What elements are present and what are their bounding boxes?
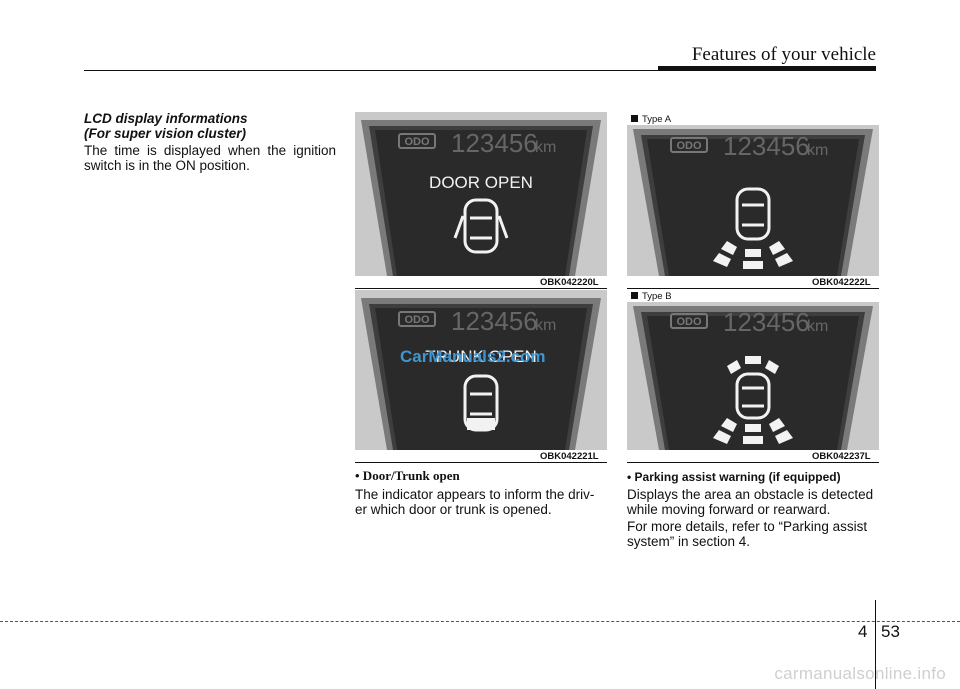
odo-label: ODO (676, 316, 702, 328)
odometer-value: 123456 (451, 128, 538, 158)
figure-rule (355, 288, 607, 289)
trunk-highlight-icon (467, 418, 495, 430)
door-open-display: ODO 123456 km DOOR OPEN (355, 112, 607, 276)
parking-type-b-display: ODO 123456 km (627, 302, 879, 450)
door-open-message: DOOR OPEN (429, 173, 533, 192)
odo-label: ODO (676, 140, 702, 152)
odometer-value: 123456 (723, 307, 810, 337)
figure-code: OBK042237L (812, 451, 871, 462)
header-rule-thick (658, 66, 876, 71)
parking-text-line3: For more details, refer to “Parking assi… (627, 519, 868, 534)
section-heading-line1: LCD display informations (84, 111, 248, 126)
odometer-value: 123456 (723, 131, 810, 161)
car-top-icon (735, 372, 771, 420)
front-sensor-arcs-icon (727, 356, 779, 374)
odometer-unit: km (535, 139, 556, 156)
figure-code: OBK042221L (540, 451, 599, 462)
odometer-unit: km (807, 142, 828, 159)
section-number: 4 (858, 622, 868, 641)
parking-text-line1: Displays the area an obstacle is detecte… (627, 487, 874, 502)
trunk-open-display: ODO 123456 km TRUNK OPEN (355, 290, 607, 450)
odometer-unit: km (535, 317, 556, 334)
site-watermark: carmanualsonline.info (774, 664, 946, 683)
page-header-title: Features of your vehicle (691, 44, 876, 65)
parking-text-line2: while moving forward or rearward. (627, 502, 831, 517)
odo-label: ODO (404, 314, 430, 326)
section-heading-line2: (For super vision cluster) (84, 126, 247, 141)
page-number: 53 (881, 622, 900, 641)
section-heading: LCD display informations (For super visi… (84, 111, 339, 141)
figure-rule (627, 288, 879, 289)
parking-text-line4: system” in section 4. (627, 534, 751, 549)
square-bullet-icon (631, 292, 638, 299)
car-top-icon (735, 187, 771, 241)
type-b-label: Type B (631, 291, 672, 302)
type-a-label: Type A (631, 114, 671, 125)
rear-sensor-arcs-icon (713, 241, 793, 269)
odometer-unit: km (807, 318, 828, 335)
parking-assist-heading: • Parking assist warning (if equipped) (627, 470, 841, 484)
odometer-value: 123456 (451, 306, 538, 336)
odo-label: ODO (404, 136, 430, 148)
square-bullet-icon (631, 115, 638, 122)
footer-rule (0, 621, 960, 622)
parking-type-a-display: ODO 123456 km (627, 125, 879, 276)
figure-rule (355, 462, 607, 463)
trunk-open-message: TRUNK OPEN (425, 347, 536, 366)
section-description: The time is displayed when the ignition … (84, 143, 336, 173)
footer-divider (875, 600, 876, 689)
door-trunk-text-line1: The indicator appears to inform the driv… (355, 487, 595, 502)
watermark: CarManuals2.com (400, 347, 546, 366)
car-top-icon (453, 198, 509, 254)
door-trunk-text-line2: er which door or trunk is opened. (355, 502, 552, 517)
figure-code: OBK042220L (540, 277, 599, 288)
figure-rule (627, 462, 879, 463)
rear-sensor-arcs-icon (713, 418, 793, 444)
door-trunk-heading: • Door/Trunk open (355, 468, 460, 483)
figure-code: OBK042222L (812, 277, 871, 288)
header-rule (84, 70, 876, 71)
